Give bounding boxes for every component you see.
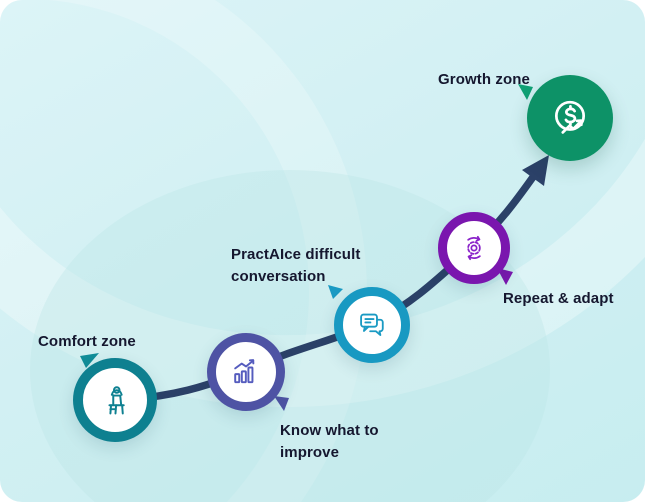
- step-label-repeat-adapt: Repeat & adapt: [503, 290, 614, 307]
- journey-path: [111, 173, 537, 404]
- relaxed-person-icon: [108, 386, 125, 415]
- journey-arrow-head-icon: [522, 155, 549, 186]
- accent-triangle: [274, 396, 289, 411]
- step-label-practaice-conversation: PractAIce difficult conversation: [231, 246, 361, 285]
- accent-triangle: [518, 84, 533, 100]
- accent-triangle: [497, 268, 513, 285]
- dollar-growth-icon: [554, 100, 586, 134]
- step-label-growth-zone: Growth zone: [438, 71, 530, 88]
- gear-sync-icon: [467, 235, 481, 261]
- bar-chart-icon: [234, 359, 255, 384]
- chat-bubbles-icon: [360, 313, 384, 336]
- step-circle-growth-zone: [527, 75, 613, 161]
- accent-triangle: [80, 353, 99, 368]
- step-circle-practaice-conversation: [334, 287, 410, 363]
- step-circle-repeat-adapt: [438, 212, 510, 284]
- accent-triangle: [328, 285, 343, 299]
- step-label-know-what-to-improve: Know what to improve: [280, 422, 379, 461]
- step-label-comfort-zone: Comfort zone: [38, 333, 136, 350]
- step-circle-know-what-to-improve: [207, 333, 285, 411]
- step-circle-comfort-zone: [73, 358, 157, 442]
